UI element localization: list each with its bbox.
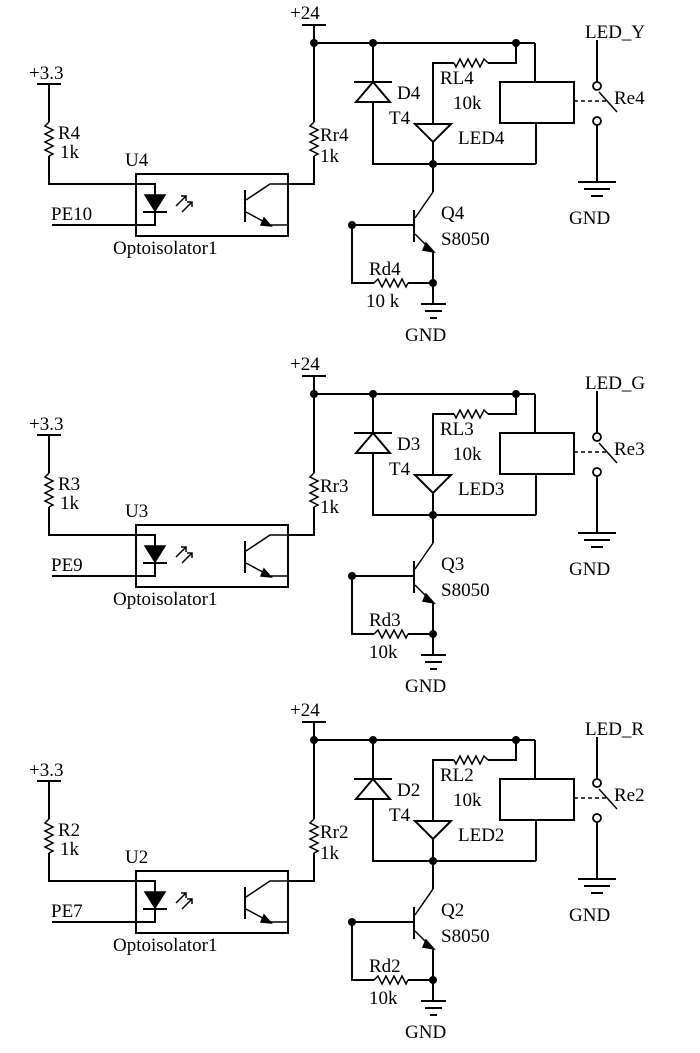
stage-2-pullup-resistor-ref: Rr3 xyxy=(320,476,349,497)
stage-2-supply-3v3-label: +3.3 xyxy=(29,414,63,435)
stage-2-led-ref: LED3 xyxy=(458,479,504,500)
stage-3-rd-ref: Rd2 xyxy=(369,956,401,977)
relay-stage-1: +3.3 R4 1k U4 PE10 Optoisolator1 +24 Rr4… xyxy=(29,3,645,346)
stage-1-rl-value: 10k xyxy=(453,93,482,114)
stage-3-transistor-ref: Q2 xyxy=(441,900,464,921)
stage-2-transistor-ref: Q3 xyxy=(441,554,464,575)
stage-1-rl-ref: RL4 xyxy=(440,68,474,89)
relay-stage-3: +3.3 R2 1k U2 PE7 Optoisolator1 +24 Rr2 … xyxy=(29,700,645,1043)
stage-2-wiring xyxy=(36,375,618,670)
stage-1-input-resistor-ref: R4 xyxy=(58,123,81,144)
stage-2-diode-ref: D3 xyxy=(397,434,420,455)
stage-3-diode-ref: D2 xyxy=(397,780,420,801)
stage-3-rd-value: 10k xyxy=(369,988,398,1009)
stage-2-optoisolator-name: Optoisolator1 xyxy=(113,589,218,610)
stage-1-pullup-resistor-value: 1k xyxy=(320,146,340,167)
stage-1-relay-ref: Re4 xyxy=(614,88,645,109)
stage-1-t-ref: T4 xyxy=(389,108,411,129)
stage-2-output-net-label: LED_G xyxy=(585,373,645,394)
stage-2-supply-24v-label: +24 xyxy=(290,354,320,375)
stage-2-rl-value: 10k xyxy=(453,444,482,465)
stage-3-input-resistor-ref: R2 xyxy=(58,820,80,841)
stage-3-wiring xyxy=(36,721,618,1016)
stage-2-t-ref: T4 xyxy=(389,459,411,480)
stage-2-transistor-part: S8050 xyxy=(441,580,490,601)
stage-1-transistor-ref: Q4 xyxy=(441,203,465,224)
stage-3-rl-value: 10k xyxy=(453,790,482,811)
stage-1-supply-24v-label: +24 xyxy=(290,3,320,24)
stage-3-rl-ref: RL2 xyxy=(440,765,474,786)
stage-3-relay-ref: Re2 xyxy=(614,785,645,806)
stage-2-pullup-resistor-value: 1k xyxy=(320,497,340,518)
stage-3-led-ref: LED2 xyxy=(458,825,504,846)
stage-2-relay-ref: Re3 xyxy=(614,439,645,460)
stage-1-optoisolator-name: Optoisolator1 xyxy=(113,238,218,259)
stage-3-transistor-part: S8050 xyxy=(441,926,490,947)
stage-1-diode-ref: D4 xyxy=(397,83,421,104)
stage-3-optoisolator-ref: U2 xyxy=(125,847,148,868)
stage-1-input-net-label: PE10 xyxy=(51,204,92,225)
stage-3-relay-ground-label: GND xyxy=(569,905,610,926)
stage-2-rl-ref: RL3 xyxy=(440,419,474,440)
stage-3-output-net-label: LED_R xyxy=(585,719,644,740)
stage-2-rd-value: 10k xyxy=(369,642,398,663)
stage-1-transistor-part: S8050 xyxy=(441,229,490,250)
stage-2-input-resistor-value: 1k xyxy=(60,493,80,514)
stage-2-relay-ground-label: GND xyxy=(569,559,610,580)
stage-3-supply-24v-label: +24 xyxy=(290,700,320,721)
stage-1-optoisolator-ref: U4 xyxy=(125,150,149,171)
stage-3-pullup-resistor-value: 1k xyxy=(320,843,340,864)
stage-2-input-resistor-ref: R3 xyxy=(58,474,80,495)
stage-1-relay-ground-label: GND xyxy=(569,208,610,229)
stage-1-led-ref: LED4 xyxy=(458,128,505,149)
stage-3-input-net-label: PE7 xyxy=(51,901,83,922)
relay-stage-2: +3.3 R3 1k U3 PE9 Optoisolator1 +24 Rr3 … xyxy=(29,354,645,697)
stage-3-ground-label: GND xyxy=(405,1022,446,1043)
stage-3-optoisolator-name: Optoisolator1 xyxy=(113,935,218,956)
stage-1-rd-ref: Rd4 xyxy=(369,259,401,280)
stage-1-supply-3v3-label: +3.3 xyxy=(29,63,63,84)
stage-1-rd-value: 10 k xyxy=(366,291,400,312)
stage-2-input-net-label: PE9 xyxy=(51,555,83,576)
stage-2-optoisolator-ref: U3 xyxy=(125,501,148,522)
stage-1-pullup-resistor-ref: Rr4 xyxy=(320,125,349,146)
stage-2-ground-label: GND xyxy=(405,676,446,697)
stage-3-t-ref: T4 xyxy=(389,805,411,826)
stage-2-rd-ref: Rd3 xyxy=(369,610,401,631)
stage-1-wiring xyxy=(36,24,618,319)
stage-1-output-net-label: LED_Y xyxy=(585,22,645,43)
stage-1-input-resistor-value: 1k xyxy=(60,142,80,163)
stage-1-ground-label: GND xyxy=(405,325,446,346)
stage-3-supply-3v3-label: +3.3 xyxy=(29,760,63,781)
stage-3-pullup-resistor-ref: Rr2 xyxy=(320,822,349,843)
stage-3-input-resistor-value: 1k xyxy=(60,839,80,860)
